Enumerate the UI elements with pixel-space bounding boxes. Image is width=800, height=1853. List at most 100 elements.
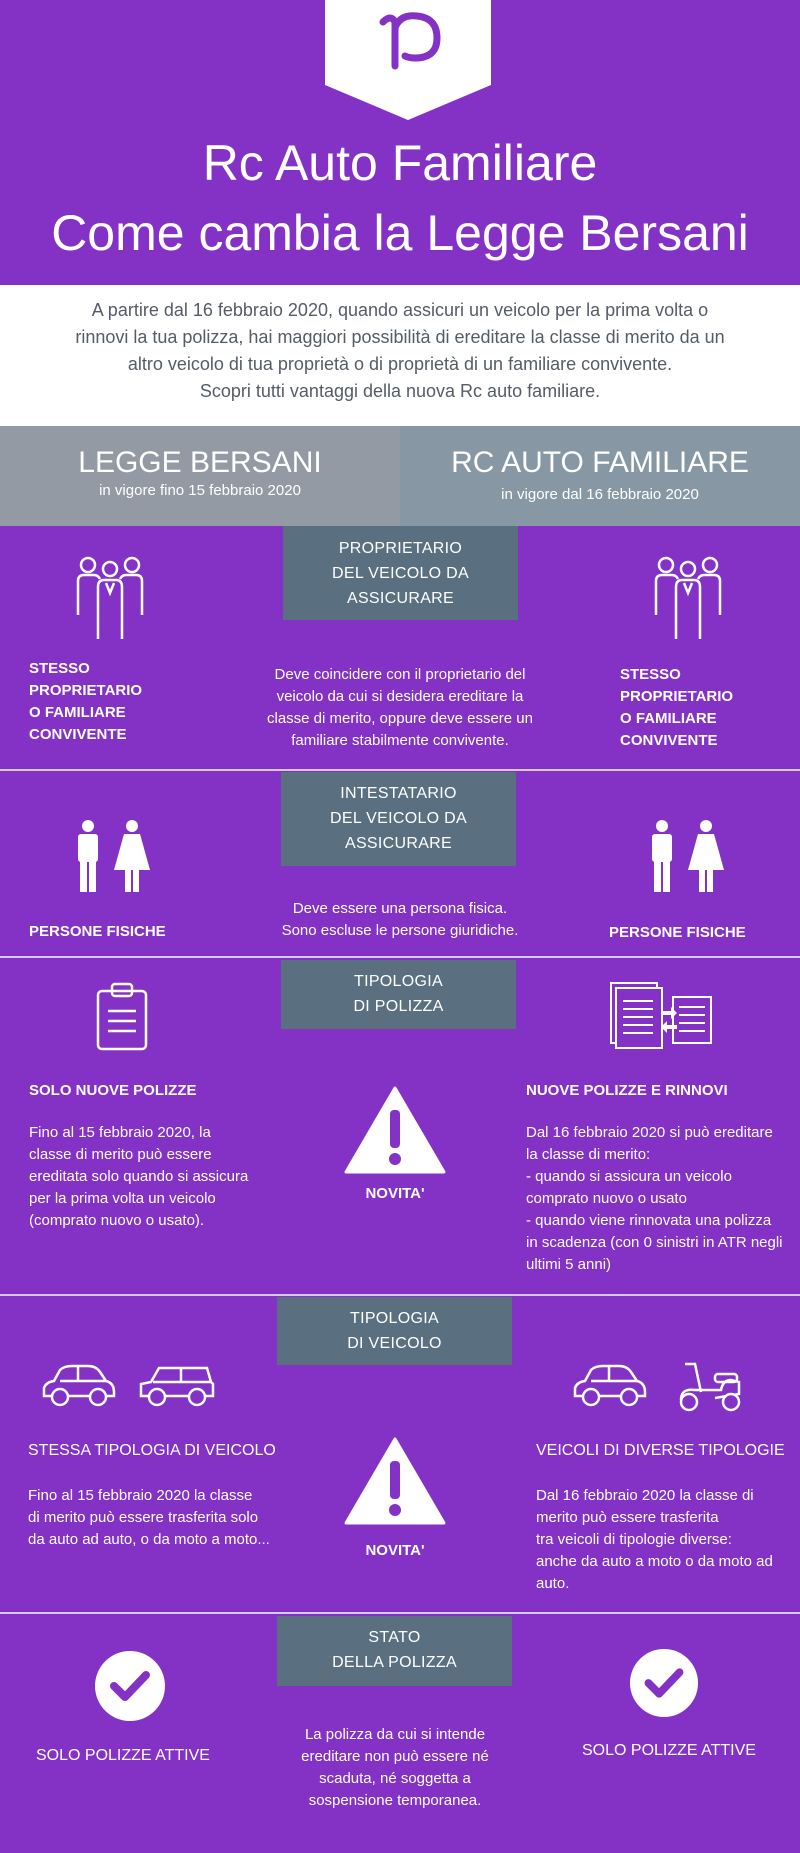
column-title-right: RC AUTO FAMILIARE	[451, 446, 749, 479]
warning-icon	[344, 1437, 446, 1525]
proprietario-middle-text: Deve coincidere con il proprietario del …	[245, 664, 555, 752]
text-line: Dal 16 febbraio 2020 la classe di	[536, 1487, 754, 1504]
label-line: ASSICURARE	[344, 835, 453, 852]
intro-text: A partire dal 16 febbraio 2020, quando a…	[0, 285, 800, 426]
tipologia-polizza-right-text: Dal 16 febbraio 2020 si può ereditare la…	[526, 1122, 783, 1276]
text-line: da auto ad auto, o da moto a moto...	[28, 1531, 270, 1548]
tipologia-veicolo-left-text: Fino al 15 febbraio 2020 la classe di me…	[28, 1485, 270, 1551]
text-line: STESSO	[29, 660, 90, 677]
logo-icon	[325, 0, 491, 120]
man-woman-icon	[78, 820, 150, 892]
car-icon	[42, 1364, 116, 1407]
text-line: CONVIVENTE	[620, 732, 718, 749]
stato-polizza-left-text: SOLO POLIZZE ATTIVE	[36, 1747, 210, 1764]
text-line: STESSO	[620, 666, 681, 683]
column-subtitle-left: in vigore fino 15 febbraio 2020	[99, 482, 301, 499]
check-circle-icon	[95, 1651, 165, 1721]
text-line: ultimi 5 anni)	[526, 1256, 612, 1273]
suv-icon	[139, 1366, 215, 1407]
text-line: Deve essere una persona fisica.	[292, 900, 508, 917]
text-line: Deve coincidere con il proprietario del	[274, 666, 526, 683]
documents-transfer-icon	[610, 982, 712, 1049]
text-line: PROPRIETARIO	[29, 682, 143, 699]
text-line: familiare stabilmente convivente.	[291, 732, 509, 749]
text-line: in scadenza (con 0 sinistri in ATR negli	[526, 1234, 783, 1251]
stato-polizza-right-text: SOLO POLIZZE ATTIVE	[582, 1742, 756, 1759]
text-line: comprato nuovo o usato	[526, 1190, 687, 1207]
tipologia-polizza-left-text: Fino al 15 febbraio 2020, la classe di m…	[29, 1122, 248, 1232]
tipologia-veicolo-left-title: STESSA TIPOLOGIA DI VEICOLO	[28, 1442, 276, 1459]
text-line: (comprato nuovo o usato).	[29, 1212, 205, 1229]
text-line: classe di merito può essere	[29, 1146, 212, 1163]
text-line: sospensione temporanea.	[308, 1792, 482, 1809]
text-line: Dal 16 febbraio 2020 si può ereditare	[526, 1124, 773, 1141]
intro-line: rinnovi la tua polizza, hai maggiori pos…	[75, 327, 725, 347]
text-line: ereditare non può essere né	[301, 1748, 489, 1765]
man-woman-icon	[652, 820, 724, 892]
header: Rc Auto Familiare Come cambia la Legge B…	[0, 0, 800, 285]
section-divider	[0, 1612, 800, 1614]
label-line: PROPRIETARIO	[338, 540, 463, 557]
intestatario-right-text: PERSONE FISICHE	[609, 924, 746, 941]
scooter-icon	[679, 1362, 741, 1412]
section-label-tipologia-veicolo: TIPOLOGIA DI VEICOLO	[277, 1297, 512, 1365]
section-label-proprietario: PROPRIETARIO DEL VEICOLO DA ASSICURARE	[283, 526, 518, 620]
intro-line: altro veicolo di tua proprietà o di prop…	[127, 354, 673, 374]
label-line: INTESTATARIO	[340, 785, 457, 802]
text-line: Fino al 15 febbraio 2020, la	[29, 1124, 211, 1141]
tipologia-polizza-right-title: NUOVE POLIZZE E RINNOVI	[526, 1082, 728, 1099]
label-line: DI POLIZZA	[353, 998, 444, 1015]
text-line: PROPRIETARIO	[620, 688, 734, 705]
text-line: per la prima volta un veicolo	[29, 1190, 216, 1207]
tipologia-veicolo-right-text: Dal 16 febbraio 2020 la classe di merito…	[536, 1485, 773, 1595]
proprietario-right-text: STESSO PROPRIETARIO O FAMILIARE CONVIVEN…	[620, 664, 733, 752]
label-line: DEL VEICOLO DA	[332, 565, 469, 582]
text-line: - quando si assicura un veicolo	[526, 1168, 732, 1185]
group-people-icon	[76, 556, 144, 639]
section-label-tipologia-polizza: TIPOLOGIA DI POLIZZA	[281, 960, 516, 1029]
tipologia-veicolo-right-title: VEICOLI DI DIVERSE TIPOLOGIE	[536, 1442, 785, 1459]
section-label-stato-polizza: STATO DELLA POLIZZA	[277, 1616, 512, 1686]
text-line: ereditata solo quando si assicura	[29, 1168, 249, 1185]
text-line: O FAMILIARE	[620, 710, 717, 727]
intro-line: A partire dal 16 febbraio 2020, quando a…	[91, 300, 709, 320]
text-line: - quando viene rinnovata una polizza	[526, 1212, 772, 1229]
text-line: classe di merito, oppure deve essere un	[267, 710, 533, 727]
text-line: Sono escluse le persone giuridiche.	[281, 922, 519, 939]
label-line: DEL VEICOLO DA	[330, 810, 467, 827]
section-divider	[0, 769, 800, 771]
label-line: DELLA POLIZZA	[332, 1654, 457, 1671]
column-subtitle-right: in vigore dal 16 febbraio 2020	[501, 486, 699, 503]
logo-badge	[325, 0, 491, 120]
text-line: tra veicoli di tipologie diverse:	[536, 1531, 732, 1548]
text-line: Fino al 15 febbraio 2020 la classe	[28, 1487, 253, 1504]
text-line: merito può essere trasferita	[536, 1509, 719, 1526]
column-head-right: RC AUTO FAMILIARE in vigore dal 16 febbr…	[400, 426, 800, 526]
label-line: DI VEICOLO	[347, 1335, 442, 1352]
novita-badge: NOVITA'	[365, 1185, 425, 1202]
text-line: scaduta, né soggetta a	[319, 1770, 471, 1787]
text-line: anche da auto a moto o da moto ad	[536, 1553, 773, 1570]
proprietario-left-text: STESSO PROPRIETARIO O FAMILIARE CONVIVEN…	[29, 658, 142, 746]
text-line: veicolo da cui si desidera ereditare la	[276, 688, 524, 705]
label-line: ASSICURARE	[346, 590, 455, 607]
label-line: TIPOLOGIA	[354, 973, 443, 990]
check-circle-icon	[629, 1648, 699, 1718]
text-line: La polizza da cui si intende	[304, 1726, 486, 1743]
clipboard-icon	[96, 982, 148, 1051]
text-line: O FAMILIARE	[29, 704, 126, 721]
label-line: TIPOLOGIA	[350, 1310, 439, 1327]
section-label-intestatario: INTESTATARIO DEL VEICOLO DA ASSICURARE	[281, 772, 516, 866]
column-title-left: LEGGE BERSANI	[78, 446, 322, 479]
stato-polizza-middle-text: La polizza da cui si intende ereditare n…	[245, 1724, 545, 1812]
text-line: auto.	[536, 1575, 570, 1592]
text-line: la classe di merito:	[526, 1146, 651, 1163]
group-people-icon	[654, 556, 722, 639]
column-head-left: LEGGE BERSANI in vigore fino 15 febbraio…	[0, 426, 400, 526]
section-divider	[0, 1294, 800, 1296]
label-line: STATO	[368, 1629, 421, 1646]
car-icon	[573, 1364, 647, 1407]
text-line: CONVIVENTE	[29, 726, 127, 743]
page-title-line2: Come cambia la Legge Bersani	[51, 205, 749, 261]
intestatario-middle-text: Deve essere una persona fisica. Sono esc…	[245, 898, 555, 942]
